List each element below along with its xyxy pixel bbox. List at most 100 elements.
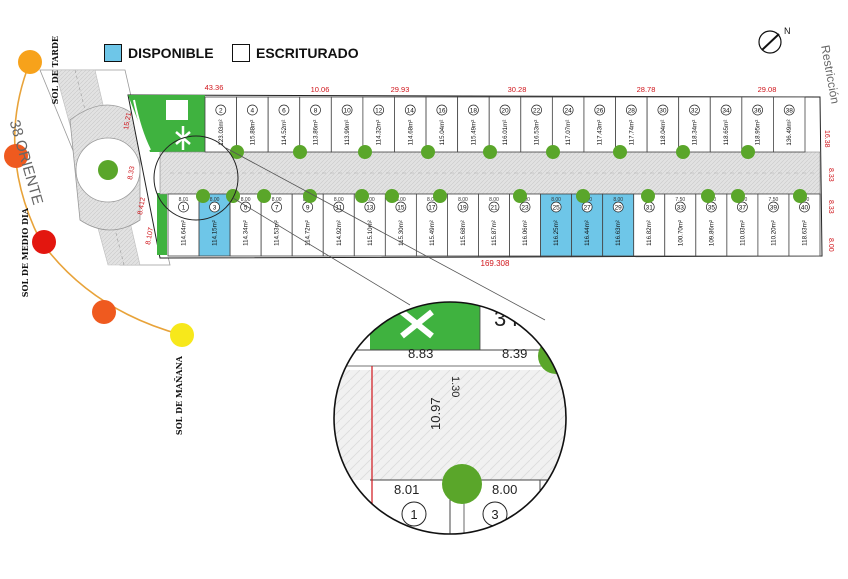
lot-15-area: 115.30m² [398,220,405,246]
sun-path [4,50,194,347]
lot-18-number: 18 [470,108,478,115]
playground-icon-zoom [400,309,434,339]
tree-icon [546,145,560,159]
lot-36-area: 118.95m² [755,120,762,146]
compass-icon: N [758,26,791,54]
lot-16-number-badge [436,104,448,116]
sun-noon-label: SOL DE MEDIO DIA [20,208,30,298]
zoom-lot-1: 1 [410,507,417,522]
lot-19-area: 115.68m² [460,220,467,246]
lot-width-label: 8.00 [210,197,220,203]
lot-20[interactable]: 20 116.01m² [488,96,522,153]
lot-width-label: 8.00 [458,197,468,203]
lot-30-number: 30 [659,108,667,115]
lot-15-number: 15 [397,205,405,212]
tree-icon [741,145,755,159]
dim-left-mid2: 8.412 [137,197,147,216]
dim-top-6: 29.08 [758,85,777,94]
lot-6-number-badge [278,104,290,116]
zoom-detail: 3 m² 8.83 8.39 10.97 1.30 8.01 8.00 1 3 [333,301,567,535]
green-strip [157,193,167,255]
lot-22-area: 116.53m² [534,120,541,146]
tree-icon [226,189,240,203]
lot-2-number: 2 [219,108,223,115]
lot-23-area: 116.06m² [522,220,529,246]
lot-23-number-badge [519,201,531,213]
zoom-dim-1: 8.83 [408,346,433,361]
legend-deeded-label: ESCRITURADO [256,45,359,61]
lot-20-number: 20 [501,108,509,115]
lot-5-area: 114.34m² [243,220,250,246]
lot-39-number: 39 [770,205,778,212]
bottom-lots-row: 1114.64m²3114.15m²5114.34m²7114.53m²9114… [167,193,821,257]
lot-15[interactable]: 15 115.30m² [384,193,417,257]
lot-25[interactable]: 25 116.25m² [540,193,573,257]
tree-icon [293,145,307,159]
lot-32-area: 118.34m² [691,120,698,146]
lot-28-number-badge [625,104,637,116]
lot-10-number: 10 [343,108,351,115]
lot-37-number: 37 [739,205,747,212]
tree-zoom [538,338,566,374]
lot-13-area: 115.10m² [367,220,374,246]
lot-31-number: 31 [646,205,654,212]
dim-left-mid1: 8.33 [127,166,136,181]
lot-21-area: 115.87m² [491,220,498,246]
lot-width-label: 8.00 [272,197,282,203]
lot-8-number: 8 [314,108,318,115]
lot-30-number-badge [657,104,669,116]
lot-20-area: 116.01m² [502,120,509,146]
tree-icon [196,189,210,203]
dim-right-bottom: 8.00 [827,238,834,252]
lot-7-number-badge [271,201,283,213]
legend-available-label: DISPONIBLE [128,45,214,61]
lot-11-number: 11 [335,205,342,212]
dim-left-bottom: 8.107 [145,227,155,246]
tree-icon [793,189,807,203]
lot-width-label: 7.50 [675,197,685,203]
dim-left-top: 15.21 [123,112,133,131]
lot-25-area: 116.25m² [553,220,560,246]
tree-icon [676,145,690,159]
lot-25-number: 25 [552,205,560,212]
lot-26-number: 26 [596,108,604,115]
tree-icon [513,189,527,203]
